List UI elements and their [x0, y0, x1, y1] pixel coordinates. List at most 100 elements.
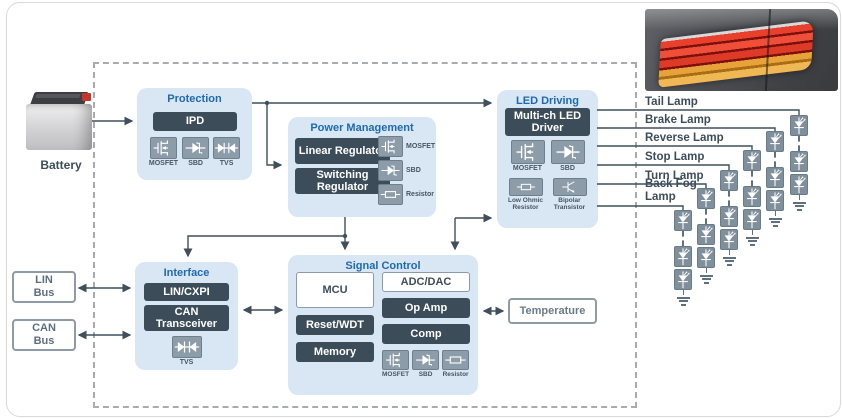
ledblk-lowohmic-cell: Low Ohmic Resistor	[507, 178, 545, 211]
lamp-label: Turn Lamp	[645, 170, 704, 182]
sc-mosfet-cell: MOSFET	[382, 350, 409, 378]
sbd-icon	[550, 140, 585, 164]
ground-symbol	[676, 290, 690, 306]
mcu-chip[interactable]: MCU	[296, 272, 374, 308]
protection-mosfet-cell: MOSFET	[149, 137, 178, 168]
ground-symbol	[768, 211, 782, 227]
led-icon	[674, 210, 692, 231]
lamp-label: Tail Lamp	[645, 96, 698, 108]
temperature-box: Temperature	[508, 298, 597, 324]
ground-symbol	[745, 230, 759, 246]
resistor-icon	[508, 178, 543, 196]
led-icon	[720, 229, 738, 250]
ledblk-mosfet-cell: MOSFET	[510, 140, 545, 173]
led-icon	[674, 246, 692, 267]
op-amp-chip[interactable]: Op Amp	[382, 298, 470, 318]
tail-lamp-photo	[645, 9, 838, 91]
linear-regulator-chip[interactable]: Linear Regulator	[295, 138, 390, 164]
chain-continuation	[682, 231, 684, 246]
protection-tvs-cell: TVS	[213, 137, 241, 168]
power-management-block: Power Management Linear Regulator Switch…	[288, 117, 436, 217]
battery-label: Battery	[40, 158, 82, 172]
battery-terminal-red	[82, 93, 91, 101]
pm-resistor-cell: Resistor	[378, 184, 435, 205]
tail-lamp-leds	[657, 20, 814, 88]
ground-symbol	[792, 195, 806, 211]
ground-symbol	[699, 268, 713, 284]
lin-bus-box: LIN Bus	[12, 271, 76, 303]
pm-mosfet-cell: MOSFET	[378, 136, 435, 157]
protection-block: Protection IPD MOSFET SBD TVS	[137, 88, 252, 180]
led-icon	[743, 209, 761, 230]
ipd-chip[interactable]: IPD	[153, 112, 237, 131]
memory-chip[interactable]: Memory	[296, 342, 374, 362]
tvs-icon	[171, 336, 202, 358]
chain-continuation	[705, 209, 707, 224]
lin-bus-line2: Bus	[33, 287, 55, 299]
switching-regulator-chip[interactable]: Switching Regulator	[295, 168, 390, 194]
signal-control-title: Signal Control	[345, 260, 421, 272]
tvs-icon	[213, 137, 241, 159]
led-chain	[766, 131, 784, 227]
temperature-label: Temperature	[519, 304, 586, 317]
sbd-icon	[182, 137, 210, 159]
power-management-title: Power Management	[310, 122, 414, 134]
lamp-label: Back Fog Lamp	[645, 178, 697, 204]
resistor-icon	[442, 350, 470, 370]
lin-bus-line1: LIN	[35, 274, 53, 287]
led-chain	[674, 210, 692, 306]
chain-continuation	[798, 136, 800, 151]
ledblk-bjt-cell: Bipolar Transistor	[551, 178, 589, 211]
sbd-icon	[412, 350, 440, 370]
led-icon	[766, 167, 784, 188]
battery-ridge	[35, 94, 81, 98]
bipolar-transistor-icon	[552, 178, 587, 196]
pm-sbd-cell: SBD	[378, 160, 435, 181]
signal-control-block: Signal Control MCU Reset/WDT Memory ADC/…	[288, 255, 478, 395]
led-icon	[766, 131, 784, 152]
led-icon	[674, 269, 692, 290]
protection-sbd-cell: SBD	[182, 137, 210, 168]
led-icon	[790, 115, 808, 136]
chain-continuation	[774, 152, 776, 167]
chain-continuation	[728, 191, 730, 206]
led-icon	[743, 150, 761, 171]
led-icon	[720, 170, 738, 191]
mosfet-icon	[149, 137, 177, 159]
led-driving-block: LED Driving Multi-ch LED Driver MOSFET S…	[497, 90, 598, 228]
lamp-label: Brake Lamp	[645, 114, 711, 126]
led-icon	[743, 186, 761, 207]
ground-symbol	[722, 250, 736, 266]
led-icon	[697, 188, 715, 209]
protection-title: Protection	[167, 93, 222, 105]
interface-title: Interface	[163, 267, 210, 279]
mosfet-icon	[382, 350, 410, 370]
can-bus-box: CAN Bus	[12, 319, 76, 351]
led-icon	[697, 247, 715, 268]
sc-sbd-cell: SBD	[412, 350, 440, 378]
can-transceiver-chip[interactable]: CAN Transceiver	[144, 305, 229, 331]
interface-block: Interface LIN/CXPI CAN Transceiver TVS	[135, 262, 238, 370]
ledblk-sbd-cell: SBD	[550, 140, 585, 173]
battery-body	[26, 104, 92, 150]
led-chain	[743, 150, 761, 246]
reset-wdt-chip[interactable]: Reset/WDT	[296, 315, 374, 335]
chain-continuation	[751, 171, 753, 186]
can-bus-line2: Bus	[33, 335, 55, 347]
led-icon	[720, 206, 738, 227]
multich-led-driver-chip[interactable]: Multi-ch LED Driver	[505, 108, 590, 136]
sc-resistor-cell: Resistor	[442, 350, 470, 378]
lin-cxpi-chip[interactable]: LIN/CXPI	[144, 283, 229, 301]
interface-tvs-cell: TVS	[171, 336, 202, 367]
lamp-label: Stop Lamp	[645, 151, 705, 163]
lamp-label: Reverse Lamp	[645, 132, 724, 144]
comp-chip[interactable]: Comp	[382, 324, 470, 344]
adc-dac-chip[interactable]: ADC/DAC	[382, 272, 470, 292]
led-chain	[790, 115, 808, 211]
mosfet-icon	[510, 140, 545, 164]
resistor-icon	[378, 184, 403, 205]
mosfet-icon	[378, 136, 403, 157]
led-icon	[790, 151, 808, 172]
sbd-icon	[378, 160, 403, 181]
